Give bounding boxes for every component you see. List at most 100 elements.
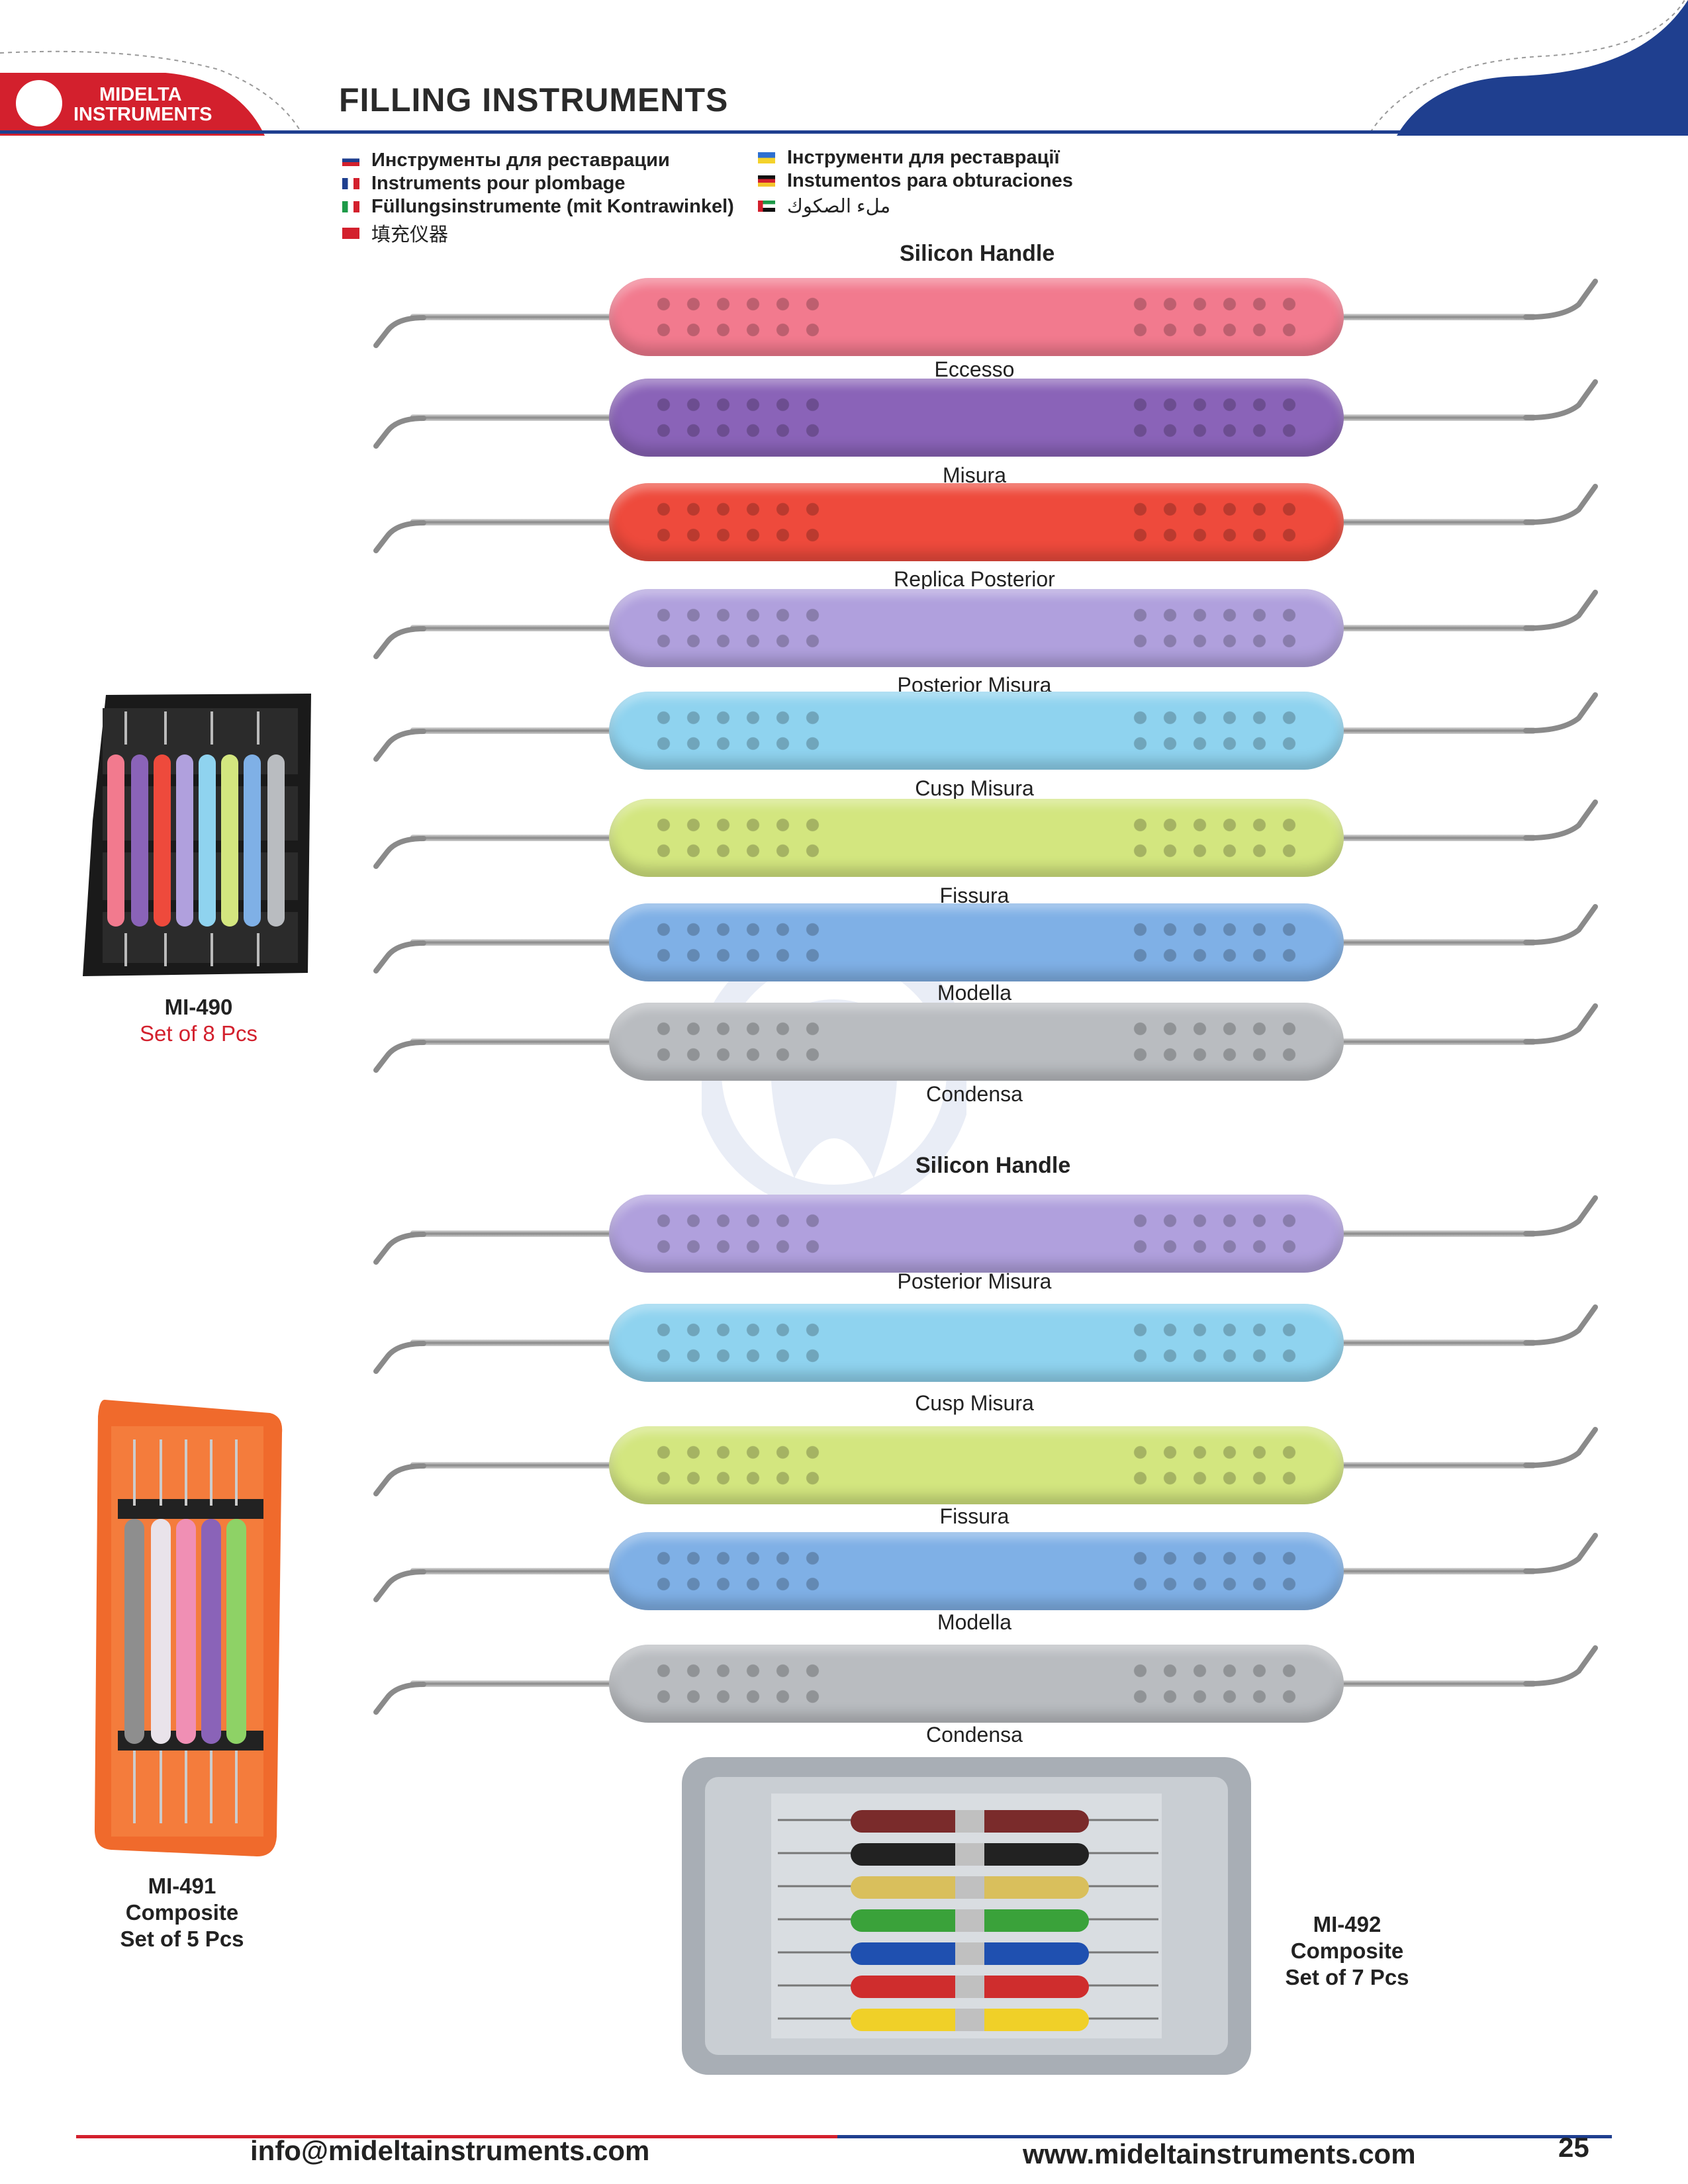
mi-492-tray-image — [682, 1757, 1251, 2075]
brand-line-2: INSTRUMENTS — [73, 104, 212, 125]
product-desc: Composite — [125, 1900, 239, 1925]
brand-line-1: MIDELTA — [99, 84, 182, 105]
language-text: Instruments pour plombage — [371, 173, 626, 194]
handle-grip-dots — [1125, 1317, 1304, 1369]
silicon-handle — [609, 1645, 1344, 1723]
instrument-tip-left — [373, 1569, 426, 1602]
instrument-image — [371, 589, 1598, 668]
instrument-tip-left — [373, 416, 426, 449]
handle-grip-dots — [649, 602, 827, 654]
handle-grip-dots — [1125, 1439, 1304, 1491]
handle-grip-dots — [649, 392, 827, 443]
product-code: MI-490 — [164, 995, 233, 1019]
handle-grip-dots — [1125, 917, 1304, 968]
instrument-tip-left — [373, 729, 426, 762]
instrument-shaft — [1337, 939, 1536, 946]
product-code: MI-492 — [1313, 1912, 1382, 1936]
instrument-tip-left — [373, 626, 426, 659]
instrument-shaft — [1337, 1038, 1536, 1045]
instrument-tip-right — [1523, 692, 1598, 734]
language-item-ru: Инструменты для реставрации — [342, 150, 670, 171]
silicon-handle — [609, 692, 1344, 770]
language-text: ملء الصكوك — [787, 196, 891, 217]
handle-grip-dots — [1125, 812, 1304, 864]
instrument-shaft — [1337, 1340, 1536, 1346]
instrument-shaft — [1337, 1568, 1536, 1574]
handle-grip-dots — [649, 1016, 827, 1068]
instrument-shaft — [1337, 314, 1536, 320]
instrument-image — [371, 1003, 1598, 1082]
silicon-handle — [609, 278, 1344, 356]
handle-grip-dots — [649, 496, 827, 548]
silicon-handle — [609, 589, 1344, 667]
footer-rule-red — [76, 2135, 837, 2138]
handle-grip-dots — [1125, 705, 1304, 756]
instrument-tip-right — [1523, 1304, 1598, 1346]
instrument-tip-right — [1523, 379, 1598, 421]
logo-icon — [12, 76, 66, 130]
italy-flag-icon — [342, 201, 359, 212]
instrument-tip-right — [1523, 484, 1598, 525]
instrument-tip-right — [1523, 799, 1598, 841]
page-number: 25 — [1558, 2132, 1589, 2163]
russia-flag-icon — [342, 155, 359, 166]
instrument-name: Condensa — [926, 1723, 1023, 1747]
product-desc: Set of 8 Pcs — [140, 1021, 258, 1046]
ukraine-flag-icon — [758, 152, 775, 163]
brand-name: MIDELTA INSTRUMENTS — [63, 85, 212, 124]
instrument-shaft — [410, 939, 662, 946]
instrument-name: Fissura — [939, 1504, 1009, 1528]
instrument-shaft — [410, 1462, 662, 1469]
instrument-shaft — [1337, 1462, 1536, 1469]
handle-grip-dots — [649, 1545, 827, 1597]
instrument-name: Cusp Misura — [915, 1391, 1034, 1415]
footer-rule-blue — [837, 2135, 1612, 2138]
handle-grip-dots — [1125, 291, 1304, 343]
handle-grip-dots — [1125, 1016, 1304, 1068]
silicon-handle — [609, 799, 1344, 877]
language-text: Инструменты для реставрации — [371, 150, 670, 171]
handle-grip-dots — [1125, 496, 1304, 548]
instrument-image — [371, 379, 1598, 458]
silicon-handle — [609, 1426, 1344, 1504]
section-title: Silicon Handle — [915, 1153, 1071, 1178]
mi-490-caption: MI-490 Set of 8 Pcs — [113, 994, 285, 1047]
instrument-name: Modella — [937, 1610, 1012, 1634]
handle-grip-dots — [649, 291, 827, 343]
mi-491-cassette-image — [95, 1400, 283, 1856]
language-item-es: Instumentos para obturaciones — [758, 170, 1073, 192]
language-item-de: Füllungsinstrumente (mit Kontrawinkel) — [342, 196, 734, 218]
silicon-handle — [609, 1195, 1344, 1273]
instrument-tip-left — [373, 1040, 426, 1073]
handle-grip-dots — [1125, 1545, 1304, 1597]
handle-grip-dots — [1125, 602, 1304, 654]
header-blue-banner — [1370, 0, 1688, 136]
language-text: Füllungsinstrumente (mit Kontrawinkel) — [371, 196, 734, 217]
instrument-tip-left — [373, 1341, 426, 1374]
silicon-handle — [609, 379, 1344, 457]
instrument-tip-right — [1523, 279, 1598, 320]
language-text: Інструменти для реставрації — [787, 147, 1060, 168]
header-rule — [0, 130, 1688, 134]
instrument-name: Modella — [937, 981, 1012, 1005]
instrument-shaft — [1337, 1680, 1536, 1687]
instrument-image — [371, 1645, 1598, 1724]
instrument-shaft — [410, 1038, 662, 1045]
instrument-tip-left — [373, 520, 426, 553]
instrument-tip-left — [373, 315, 426, 348]
handle-grip-dots — [649, 1208, 827, 1259]
language-item-fr: Instruments pour plombage — [342, 173, 625, 195]
language-text: 填充仪器 — [371, 224, 449, 246]
instrument-image — [371, 1426, 1598, 1506]
footer-website-link[interactable]: www.mideltainstruments.com — [1023, 2138, 1416, 2169]
instrument-shaft — [1337, 1230, 1536, 1237]
handle-grip-dots — [649, 705, 827, 756]
footer-email-link[interactable]: info@mideltainstruments.com — [250, 2135, 650, 2166]
header-red-banner — [0, 0, 302, 136]
instrument-image — [371, 692, 1598, 771]
silicon-handle — [609, 1532, 1344, 1610]
instrument-shaft — [410, 835, 662, 841]
page-title: FILLING INSTRUMENTS — [339, 81, 729, 118]
instrument-shaft — [410, 519, 662, 525]
instrument-image — [371, 483, 1598, 563]
